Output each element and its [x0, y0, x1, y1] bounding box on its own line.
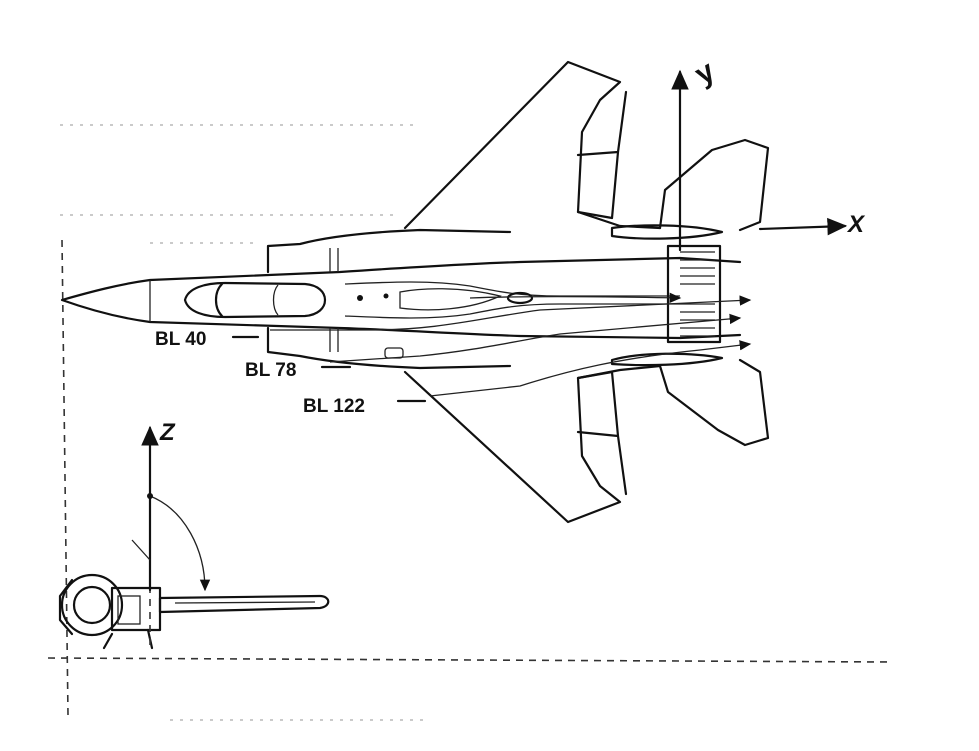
- faint-guide-lines: [60, 124, 430, 721]
- ground-reference-line: [47, 657, 891, 663]
- vertical-tail-upper: [610, 224, 724, 240]
- z-axis-group: Z: [131, 419, 211, 592]
- streamline-bl122: [429, 340, 752, 397]
- butt-line-labels: BL 40 BL 78 BL 122: [155, 329, 427, 417]
- z-axis-label: Z: [159, 419, 176, 446]
- wing-upper: [403, 60, 662, 230]
- streamlines: [270, 292, 752, 397]
- stabilator-lower: [658, 358, 770, 447]
- nozzle-hatching: [680, 251, 715, 337]
- front-view-wing: [158, 594, 330, 614]
- x-axis: [758, 217, 848, 236]
- flap-lower: [576, 370, 628, 496]
- y-axis-label: y: [689, 54, 720, 91]
- vertical-tail-lower: [610, 352, 724, 367]
- canopy-frame: [214, 282, 224, 318]
- intake-lower: [266, 326, 512, 370]
- x-axis-label: X: [846, 211, 866, 238]
- canopy-frame-rear: [272, 284, 279, 316]
- canopy: [183, 281, 327, 319]
- aircraft-top-view: [60, 60, 770, 524]
- wing-lower: [403, 364, 662, 524]
- streamline-bl78: [329, 313, 742, 363]
- streamline-bl40: [270, 295, 752, 331]
- stabilator-upper: [658, 138, 770, 232]
- flap-upper: [576, 90, 628, 220]
- label-bl-122: BL 122: [303, 396, 365, 417]
- label-bl-78: BL 78: [245, 360, 296, 381]
- fuselage-outline: [60, 256, 742, 340]
- engine-nozzles: [666, 244, 722, 344]
- label-bl-40: BL 40: [155, 329, 206, 350]
- aircraft-front-view: [58, 560, 330, 650]
- intake-upper: [266, 228, 512, 274]
- front-view-engine: [60, 573, 124, 637]
- dihedral-angle-arc: [149, 495, 211, 592]
- reference-line-vertical: [61, 239, 69, 716]
